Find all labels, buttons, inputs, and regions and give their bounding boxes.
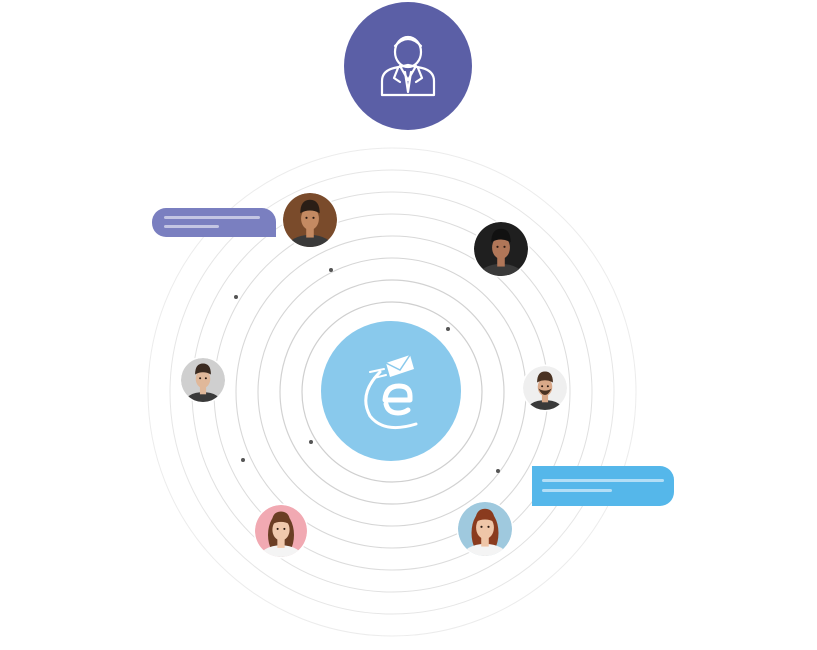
orbit-ring bbox=[169, 169, 615, 615]
message-line bbox=[164, 225, 219, 228]
orbit-dot bbox=[234, 295, 238, 299]
orbit-dots bbox=[234, 268, 500, 473]
orbit-dot bbox=[496, 469, 500, 473]
avatar-woman-red-hair bbox=[456, 500, 514, 558]
businessman-icon bbox=[380, 35, 436, 97]
orbit-dot bbox=[241, 458, 245, 462]
message-line bbox=[164, 216, 260, 219]
avatar-man-dark-background bbox=[472, 220, 530, 278]
orbit-dot bbox=[309, 440, 313, 444]
email-e-logo-icon bbox=[364, 354, 418, 430]
avatar-man-curly-hair bbox=[281, 191, 339, 249]
orbit-dot bbox=[329, 268, 333, 272]
message-line bbox=[542, 479, 664, 482]
message-line bbox=[542, 489, 612, 492]
orbit-ring bbox=[279, 279, 505, 505]
admin-badge bbox=[344, 2, 472, 130]
avatar-group bbox=[179, 191, 569, 559]
chat-bubble-right bbox=[532, 466, 674, 506]
center-logo bbox=[321, 321, 461, 461]
avatar-woman-pink-background bbox=[253, 503, 309, 559]
avatar-young-man-left bbox=[179, 356, 227, 404]
avatar-man-beard bbox=[521, 364, 569, 412]
orbit-dot bbox=[446, 327, 450, 331]
orbit-ring bbox=[301, 301, 483, 483]
chat-bubble-left bbox=[152, 208, 276, 237]
orbit-ring bbox=[147, 147, 637, 637]
